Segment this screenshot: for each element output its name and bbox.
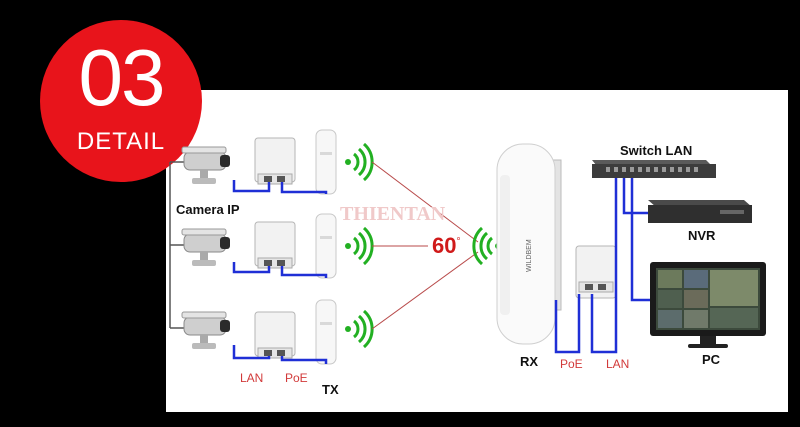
switch-icon: [592, 160, 716, 178]
pc-label: PC: [702, 352, 721, 367]
watermark-text: THIENTAN: [340, 203, 446, 225]
tx-label: TX: [322, 382, 339, 397]
wifi-signal-icon: [343, 142, 374, 182]
rx-brand-text: WILDBEM: [526, 239, 533, 272]
angle-label: 60°: [432, 233, 461, 258]
detail-badge: 03 DETAIL: [40, 20, 202, 182]
badge-number: 03: [78, 33, 166, 122]
rx-antenna-icon: [496, 143, 562, 345]
nvr-icon: [648, 200, 752, 223]
nvr-label: NVR: [688, 228, 716, 243]
poe-injector-icon: [254, 221, 296, 269]
lan-label-right: LAN: [606, 357, 630, 371]
tx-cpe-icon: [315, 129, 337, 195]
pc-monitor-icon: [650, 262, 766, 348]
poe-label-left: PoE: [285, 371, 308, 385]
wifi-signal-icon: [343, 226, 374, 266]
rx-label: RX: [520, 354, 539, 369]
right-cables: [554, 178, 650, 354]
camera-icon: [181, 311, 231, 350]
poe-injector-icon: [254, 137, 296, 185]
wireless-link-lines: [371, 161, 479, 330]
rx-poe-injector-icon: [575, 245, 617, 299]
wifi-signal-icon: [343, 309, 374, 349]
poe-label-right: PoE: [560, 357, 583, 371]
tx-cpe-icon: [315, 299, 337, 365]
left-cables: [232, 180, 328, 364]
camera-icon: [181, 228, 231, 267]
poe-injector-icon: [254, 311, 296, 359]
tx-cpe-icon: [315, 213, 337, 279]
camera-icon: [181, 146, 231, 185]
switch-label: Switch LAN: [620, 143, 693, 158]
lan-label-left: LAN: [240, 371, 264, 385]
camera-ip-label: Camera IP: [176, 202, 240, 217]
badge-label: DETAIL: [76, 128, 166, 155]
